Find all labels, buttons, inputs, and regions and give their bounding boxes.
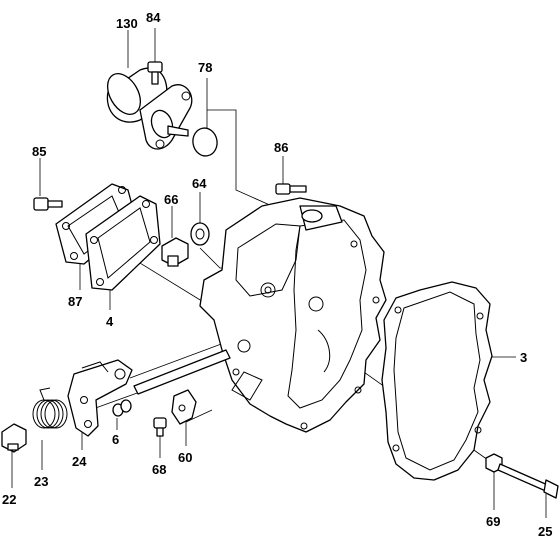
- gasket-4: [85, 195, 161, 291]
- callout-130: 130: [116, 16, 138, 31]
- stud-bolt-25: [497, 463, 559, 499]
- bolt-68: [153, 417, 167, 437]
- plate-60: [171, 389, 197, 425]
- o-ring-78: [192, 127, 218, 157]
- plug-22: [1, 423, 27, 453]
- callout-25: 25: [538, 524, 552, 539]
- gear-housing: [199, 197, 387, 433]
- bolt-84: [147, 61, 163, 85]
- callout-85: 85: [32, 144, 46, 159]
- callout-60: 60: [178, 450, 192, 465]
- callout-69: 69: [486, 514, 500, 529]
- callout-86: 86: [274, 140, 288, 155]
- lever-24: [67, 359, 133, 437]
- shaft-6: [112, 349, 231, 417]
- bolt-86: [275, 183, 307, 195]
- solenoid-actuator: [106, 67, 193, 150]
- spring-23: [32, 387, 68, 429]
- callout-3: 3: [520, 350, 527, 365]
- callout-87: 87: [68, 294, 82, 309]
- washer-64: [190, 222, 210, 246]
- callout-78: 78: [198, 60, 212, 75]
- callout-84: 84: [146, 10, 161, 25]
- callout-6: 6: [112, 432, 119, 447]
- callout-labels: 130 84 78 85 86 66 64 87 4 3 6 68 60 24 …: [2, 10, 552, 539]
- callout-64: 64: [192, 176, 207, 191]
- callout-22: 22: [2, 492, 16, 507]
- gasket-3: [381, 281, 493, 481]
- plug-66: [161, 237, 189, 267]
- callout-66: 66: [164, 192, 178, 207]
- bolt-85: [33, 197, 63, 211]
- callout-23: 23: [34, 474, 48, 489]
- callout-4: 4: [106, 314, 114, 329]
- callout-24: 24: [72, 454, 87, 469]
- callout-68: 68: [152, 462, 166, 477]
